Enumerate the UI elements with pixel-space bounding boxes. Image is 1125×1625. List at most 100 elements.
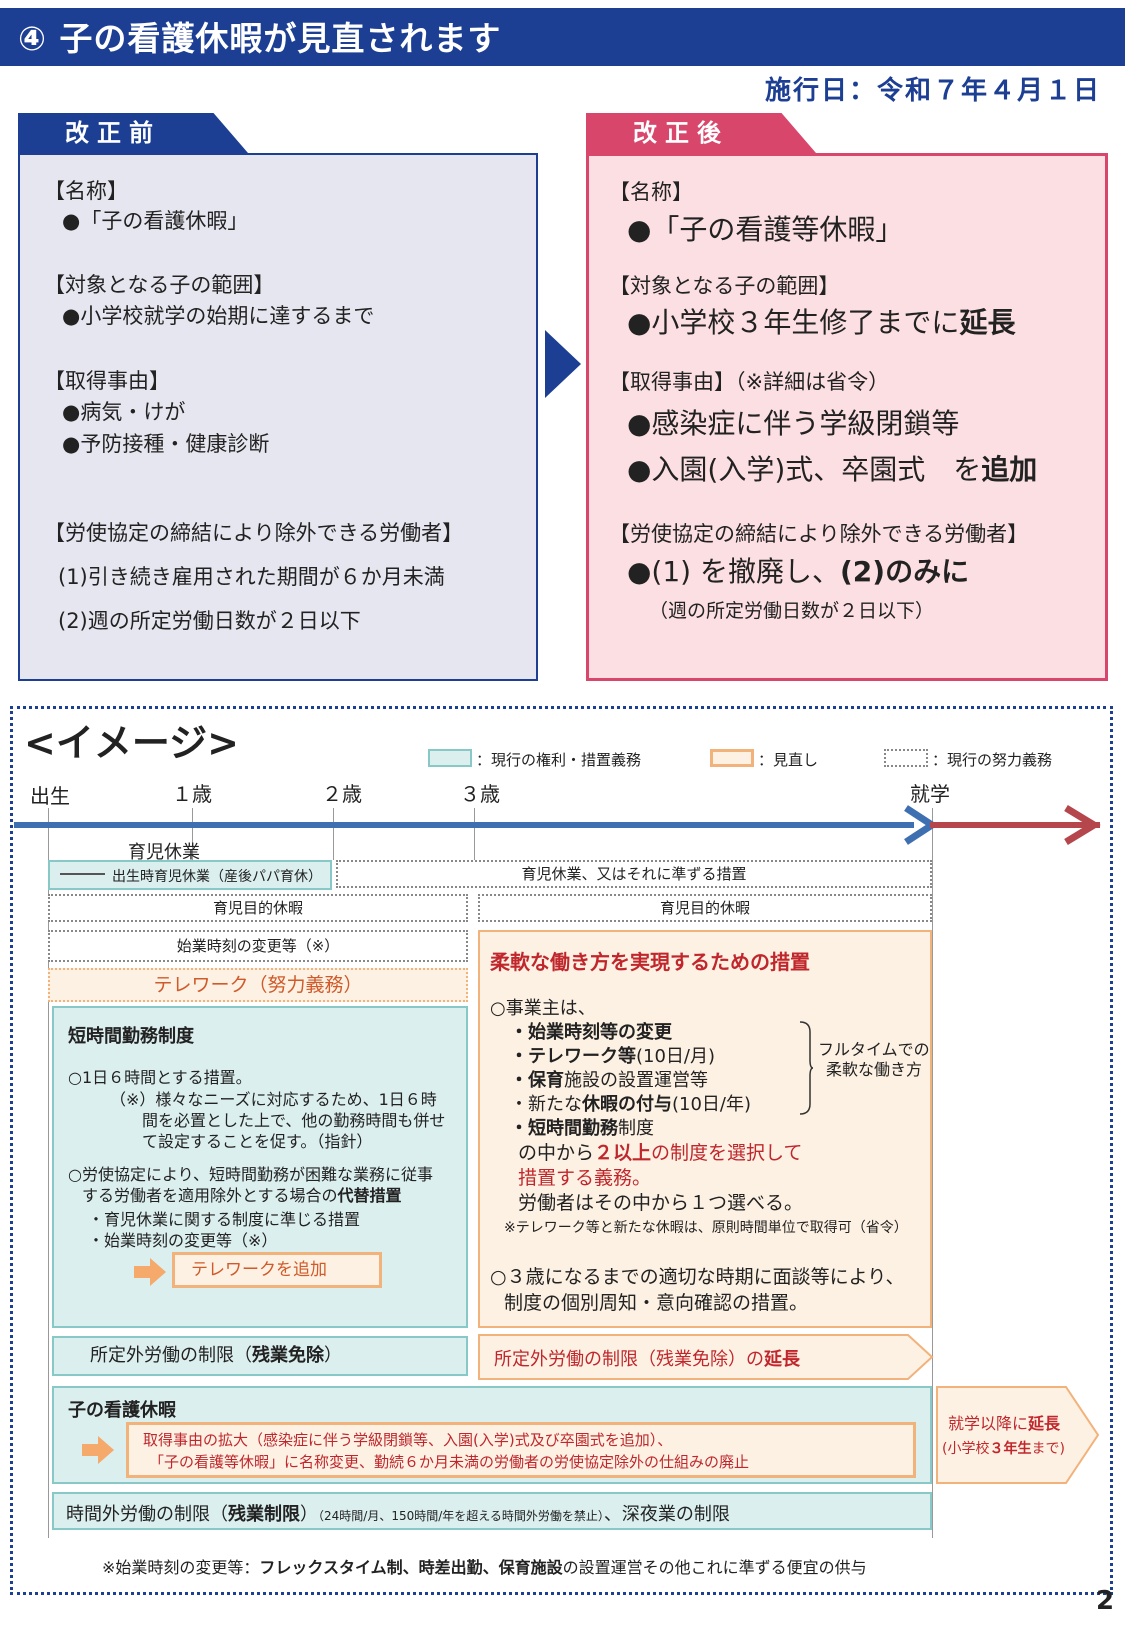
flexible-item5: ・短時間勤務制度 [510, 1118, 654, 1139]
before-exclusion-2: (2)週の所定労働日数が２日以下 [58, 609, 361, 633]
birth-leave-label: 出生時育児休業（産後パパ育休） [112, 869, 322, 885]
before-reason-2: ●予防接種・健康診断 [62, 432, 270, 456]
before-scope-value: ●小学校就学の始期に達するまで [62, 304, 375, 328]
brace-note-1: フルタイムでの [818, 1040, 930, 1059]
before-panel: 【名称】 ●「子の看護休暇」 【対象となる子の範囲】 ●小学校就学の始期に達する… [18, 153, 538, 681]
flexible-worker: 労働者はその中から１つ選べる。 [518, 1192, 804, 1214]
short-hours-line6: する労働者を適用除外とする場合の代替措置 [82, 1186, 402, 1205]
add-arrow-icon [134, 1258, 166, 1286]
flexible-footnote: ※テレワーク等と新たな休暇は、原則時間単位で取得可（省令） [504, 1220, 908, 1236]
after-exclusion-value: ●(1) を撤廃し、(2)のみに [627, 555, 970, 588]
purpose-leave-left: 育児目的休暇 [48, 894, 468, 922]
short-hours-line1: ○1日６時間とする措置。 [68, 1068, 252, 1087]
arrow-right-icon [545, 330, 581, 398]
purpose-leave-right: 育児目的休暇 [478, 894, 932, 922]
birth-leave-bar [48, 860, 332, 890]
telework-added-box: テレワークを追加 [172, 1252, 382, 1288]
overtime-limit-text: 時間外労働の制限（残業制限）（24時間/月、150時間/年を超える時間外労働を禁… [66, 1504, 730, 1525]
image-title: <イメージ> [24, 721, 239, 765]
nursing-revision-box: 取得事由の拡大（感染症に伴う学級閉鎖等、入園(入学)式及び卒園式を追加）、 「子… [126, 1422, 916, 1478]
guide-line-school [932, 808, 933, 1538]
legend-label-current: ：現行の権利・措置義務 [476, 751, 642, 769]
before-tab: 改正前 [18, 113, 248, 153]
nursing-add-arrow-icon [82, 1436, 114, 1464]
childcare-leave-equiv: 育児休業、又はそれに準ずる措置 [336, 860, 932, 888]
after-scope-heading: 【対象となる子の範囲】 [609, 274, 840, 298]
guide-line-3 [474, 808, 475, 860]
after-reason-heading: 【取得事由】（※詳細は省令） [609, 370, 890, 394]
short-hours-line3: 間を必置とした上で、他の勤務時間も併せ [142, 1111, 446, 1130]
overtime-exempt-right: 所定外労働の制限（残業免除）の延長 [494, 1349, 800, 1370]
overtime-exempt-left: 所定外労働の制限（）残業免除） [52, 1336, 468, 1376]
nursing-revision-line1: 取得事由の拡大（感染症に伴う学級閉鎖等、入園(入学)式及び卒園式を追加）、 [143, 1431, 673, 1449]
flexible-heading: 柔軟な働き方を実現するための措置 [490, 950, 810, 974]
timeline-arrow [14, 822, 914, 828]
short-hours-heading: 短時間勤務制度 [68, 1026, 194, 1047]
after-exclusion-heading: 【労使協定の締結により除外できる労働者】 [609, 522, 1029, 546]
short-hours-line2: （※）様々なニーズに対応するため、1日６時 [110, 1090, 437, 1109]
legend-label-effort: ：現行の努力義務 [932, 751, 1053, 769]
childcare-leave-label: 育児休業 [128, 842, 200, 863]
age-1: １歳 [172, 782, 212, 806]
after-reason-2: ●入園(入学)式、卒園式 を追加 [627, 453, 1038, 486]
start-time-change-box: 始業時刻の変更等（※） [48, 930, 468, 962]
flexible-item1: ・始業時刻等の変更 [510, 1022, 672, 1043]
flexible-item3: ・保育施設の設置運営等 [510, 1070, 708, 1091]
before-exclusion-heading: 【労使協定の締結により除外できる労働者】 [44, 521, 464, 545]
after-exclusion-note: （週の所定労働日数が２日以下） [649, 600, 935, 622]
flexible-intro: ○事業主は、 [490, 998, 596, 1019]
after-reason-1: ●感染症に伴う学級閉鎖等 [627, 407, 960, 440]
short-hours-line8: ・始業時刻の変更等（※） [88, 1231, 278, 1250]
flexible-interview-1: ○３歳になるまでの適切な時期に面談等により、 [490, 1266, 905, 1288]
timeline-extension-arrowhead-icon [1064, 805, 1101, 845]
footnote: ※始業時刻の変更等：フレックスタイム制、時差出勤、保育施設の設置運営その他これに… [102, 1558, 867, 1577]
overtime-limit-box: 時間外労働の制限（残業制限）（24時間/月、150時間/年を超える時間外労働を禁… [52, 1492, 932, 1530]
page-title: ④ 子の看護休暇が見直されます [18, 19, 502, 58]
birth-leave-dash [60, 873, 105, 875]
flexible-select: の中から２以上の制度を選択して [518, 1142, 803, 1164]
guide-line-2 [333, 808, 334, 860]
age-2: ２歳 [322, 782, 362, 806]
flexible-item2: ・テレワーク等(10日/月) [510, 1046, 716, 1067]
image-frame [10, 706, 1113, 1595]
flexible-work-box: 柔軟な働き方を実現するための措置 ○事業主は、 ・始業時刻等の変更 ・テレワーク… [478, 930, 932, 1328]
guide-line-birth [48, 808, 49, 1538]
after-panel: 【名称】 ●「子の看護等休暇」 【対象となる子の範囲】 ●小学校３年生修了までに… [586, 153, 1108, 681]
before-name-heading: 【名称】 [44, 179, 128, 203]
nursing-revision-line2: 「子の看護等休暇」に名称変更、勤続６か月未満の労働者の労使協定除外の仕組みの廃止 [149, 1453, 750, 1471]
after-scope-value: ●小学校３年生修了までに延長 [627, 306, 1016, 339]
age-school: 就学 [910, 782, 950, 806]
effective-date: 施行日：令和７年４月１日 [764, 76, 1101, 106]
after-tab: 改正後 [586, 113, 816, 153]
nursing-extension-2: (小学校３年生まで) [942, 1441, 1065, 1457]
brace-note-2: 柔軟な働き方 [826, 1060, 923, 1079]
flexible-interview-2: 制度の個別周知・意向確認の措置。 [504, 1292, 809, 1314]
flexible-obligation: 措置する義務。 [518, 1167, 652, 1189]
before-reason-heading: 【取得事由】 [44, 369, 170, 393]
legend-swatch-current [428, 749, 472, 767]
before-exclusion-1: (1)引き続き雇用された期間が６か月未満 [58, 565, 445, 589]
after-name-value: ●「子の看護等休暇」 [627, 213, 904, 246]
before-scope-heading: 【対象となる子の範囲】 [44, 273, 275, 297]
page-number: 2 [1096, 1586, 1115, 1616]
age-birth: 出生 [30, 784, 70, 808]
legend-swatch-effort [884, 749, 928, 767]
short-hours-line4: て設定することを促す。（指針） [142, 1132, 373, 1151]
short-hours-box: 短時間勤務制度 ○1日６時間とする措置。 （※）様々なニーズに対応するため、1日… [52, 1006, 468, 1328]
after-name-heading: 【名称】 [609, 180, 693, 204]
guide-line-1 [192, 808, 193, 860]
before-name-value: ●「子の看護休暇」 [62, 209, 249, 233]
nursing-leave-heading: 子の看護休暇 [68, 1400, 176, 1421]
timeline-extension-arrow [930, 822, 1100, 828]
nursing-leave-box: 子の看護休暇 取得事由の拡大（感染症に伴う学級閉鎖等、入園(入学)式及び卒園式を… [52, 1386, 932, 1484]
flexible-item4: ・新たな休暇の付与(10日/年) [510, 1094, 752, 1115]
legend-label-revision: ：見直し [758, 751, 819, 769]
legend-swatch-revision [710, 749, 754, 767]
nursing-extension-shape [936, 1386, 1100, 1484]
before-reason-1: ●病気・けが [62, 400, 186, 424]
age-3: ３歳 [460, 782, 500, 806]
short-hours-line5: ○労使協定により、短時間勤務が困難な業務に従事 [68, 1165, 434, 1184]
title-bar [0, 8, 1125, 66]
overtime-exempt-right-shape [478, 1334, 934, 1380]
brace-icon [799, 1021, 814, 1115]
